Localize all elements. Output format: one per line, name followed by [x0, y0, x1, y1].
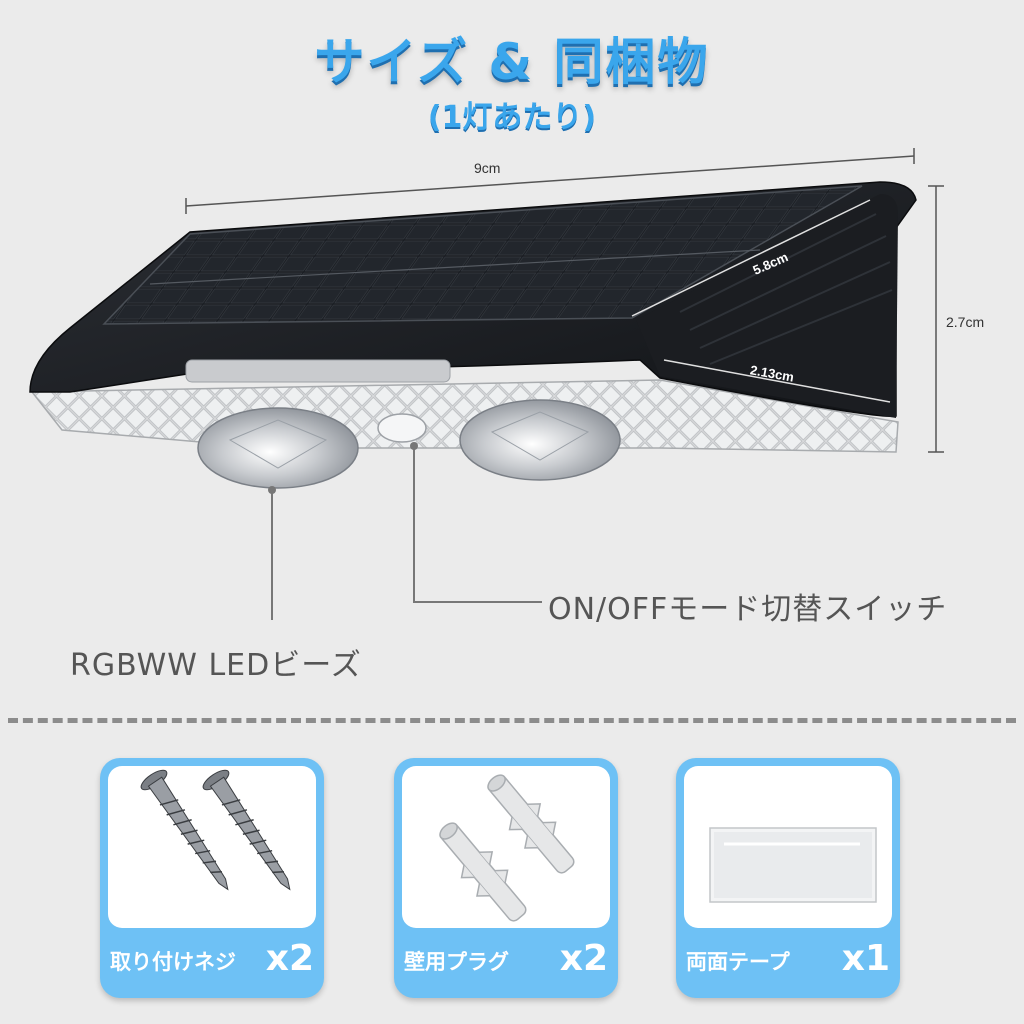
led-grille — [185, 359, 451, 383]
accessory-quantity: x2 — [265, 938, 314, 979]
height-dimension-line — [928, 185, 944, 453]
width-dimension-line — [185, 148, 915, 214]
mode-switch — [377, 413, 427, 443]
solar-panel — [102, 185, 863, 325]
wall-plug-icon — [439, 774, 575, 922]
switch-callout-line — [413, 446, 542, 603]
accessory-quantity: x2 — [559, 938, 608, 979]
accessory-quantity: x1 — [841, 938, 890, 979]
solar-light-illustration — [29, 148, 944, 620]
accessory-image-wall-plugs — [402, 766, 610, 928]
switch-callout-label: ON/OFFモード切替スイッチ — [548, 592, 948, 627]
accessory-label: 両面テープ — [686, 950, 790, 974]
accessory-label: 取り付けネジ — [110, 950, 236, 974]
depth-dimension-line — [631, 199, 871, 317]
led-lens-left — [197, 407, 359, 489]
accessory-label: 壁用プラグ — [404, 950, 509, 974]
width-label: 9cm — [474, 160, 501, 176]
accessory-card-screws: 取り付けネジ x2 — [100, 758, 324, 998]
housing-side — [636, 194, 898, 418]
accessory-image-screws — [108, 766, 316, 928]
accessory-card-wall-plugs: 壁用プラグ x2 — [394, 758, 618, 998]
side-dimension-line — [663, 359, 891, 403]
screw-icon — [140, 769, 291, 891]
height-label: 2.7cm — [946, 314, 985, 330]
led-lens-right — [459, 399, 621, 481]
led-callout-label: RGBWW LEDビーズ — [70, 648, 362, 683]
page-title: サイズ & 同梱物 — [314, 33, 710, 91]
section-divider — [8, 718, 1016, 723]
accessory-image-tape — [684, 766, 892, 928]
double-sided-tape-icon — [709, 827, 877, 903]
page-subtitle: (1灯あたり) — [427, 100, 597, 135]
accessory-card-tape: 両面テープ x1 — [676, 758, 900, 998]
